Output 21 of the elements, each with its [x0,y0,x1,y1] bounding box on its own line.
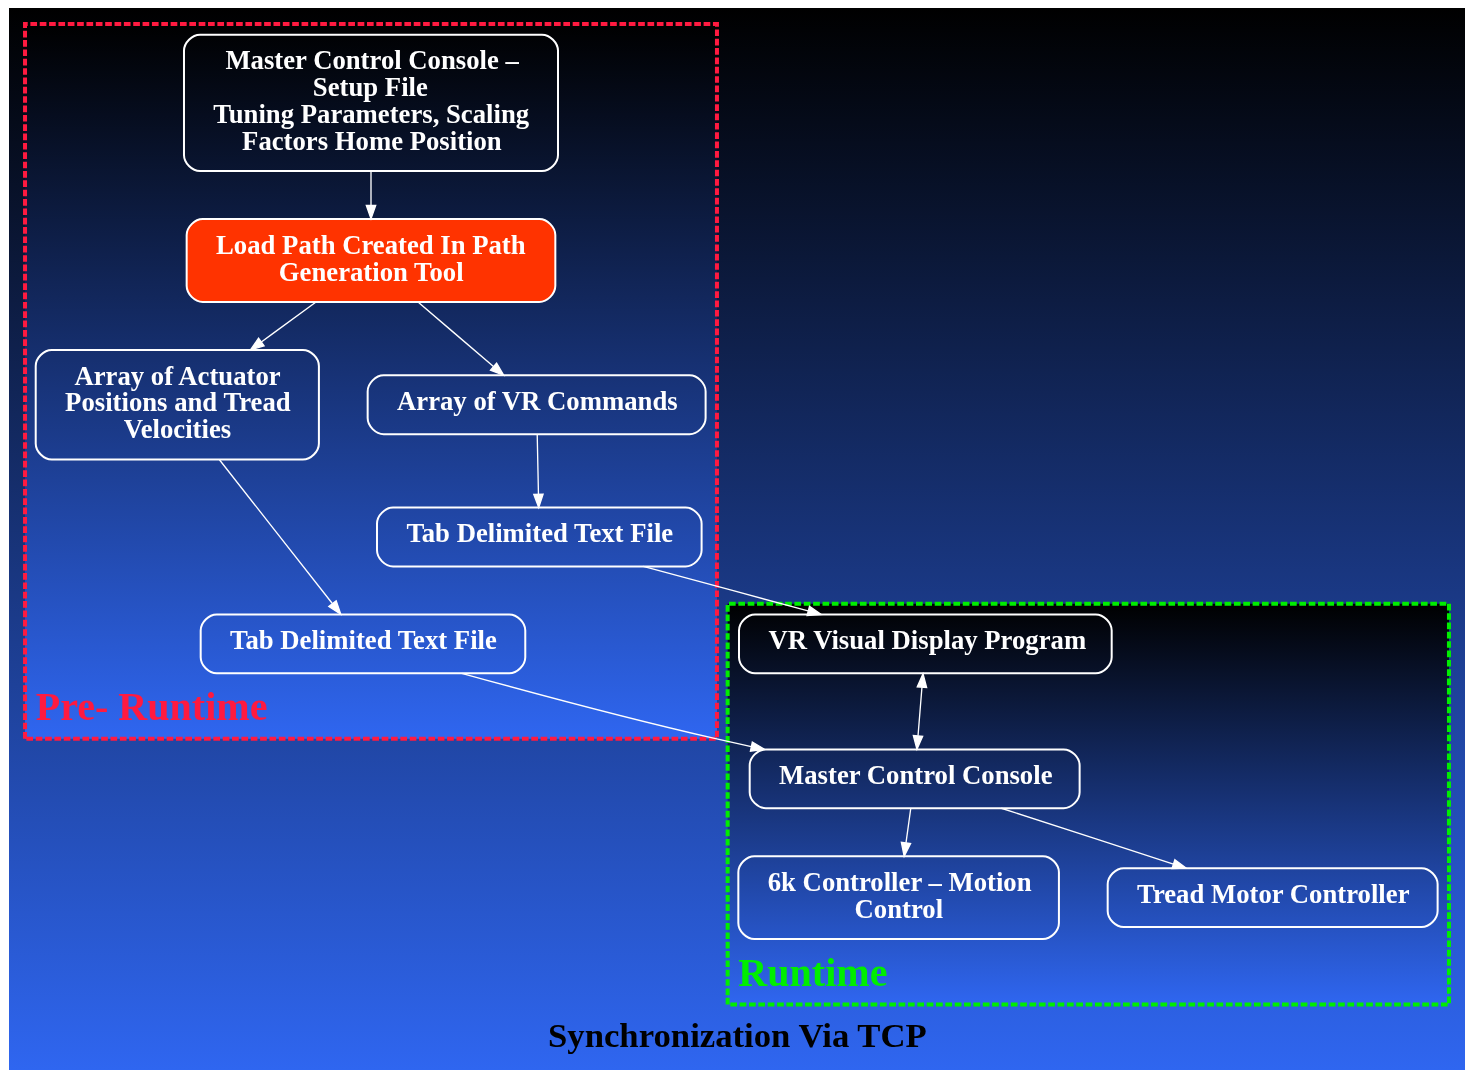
arrow [900,807,912,859]
arrow [532,433,545,510]
arrow [218,459,342,616]
arrow [642,565,824,617]
node-box: 6k Controller – Motion Control [737,855,1060,941]
node-box: Load Path Created In Path Generation Tool [185,218,557,303]
caption: Synchronization Via TCP [547,1016,927,1055]
node-box: VR Visual Display Program [738,613,1113,675]
arrow [365,170,377,221]
node-box: Tab Delimited Text File [376,506,703,568]
arrow [1000,807,1189,870]
arrow [912,671,928,752]
node-box: Master Control Console – Setup File Tuning Parameters, Scaling Factors Home Position [183,33,559,172]
arrow [417,301,506,377]
node-box: Tab Delimited Text File [199,613,527,675]
node-box: Tread Motor Controller [1106,867,1439,929]
node-box: Array of VR Commands [366,374,707,436]
arrow [248,301,317,352]
node-box: Array of Actuator Positions and Tread Velocities [34,349,320,461]
arrow [461,672,767,752]
node-box: Master Control Console [748,748,1081,810]
